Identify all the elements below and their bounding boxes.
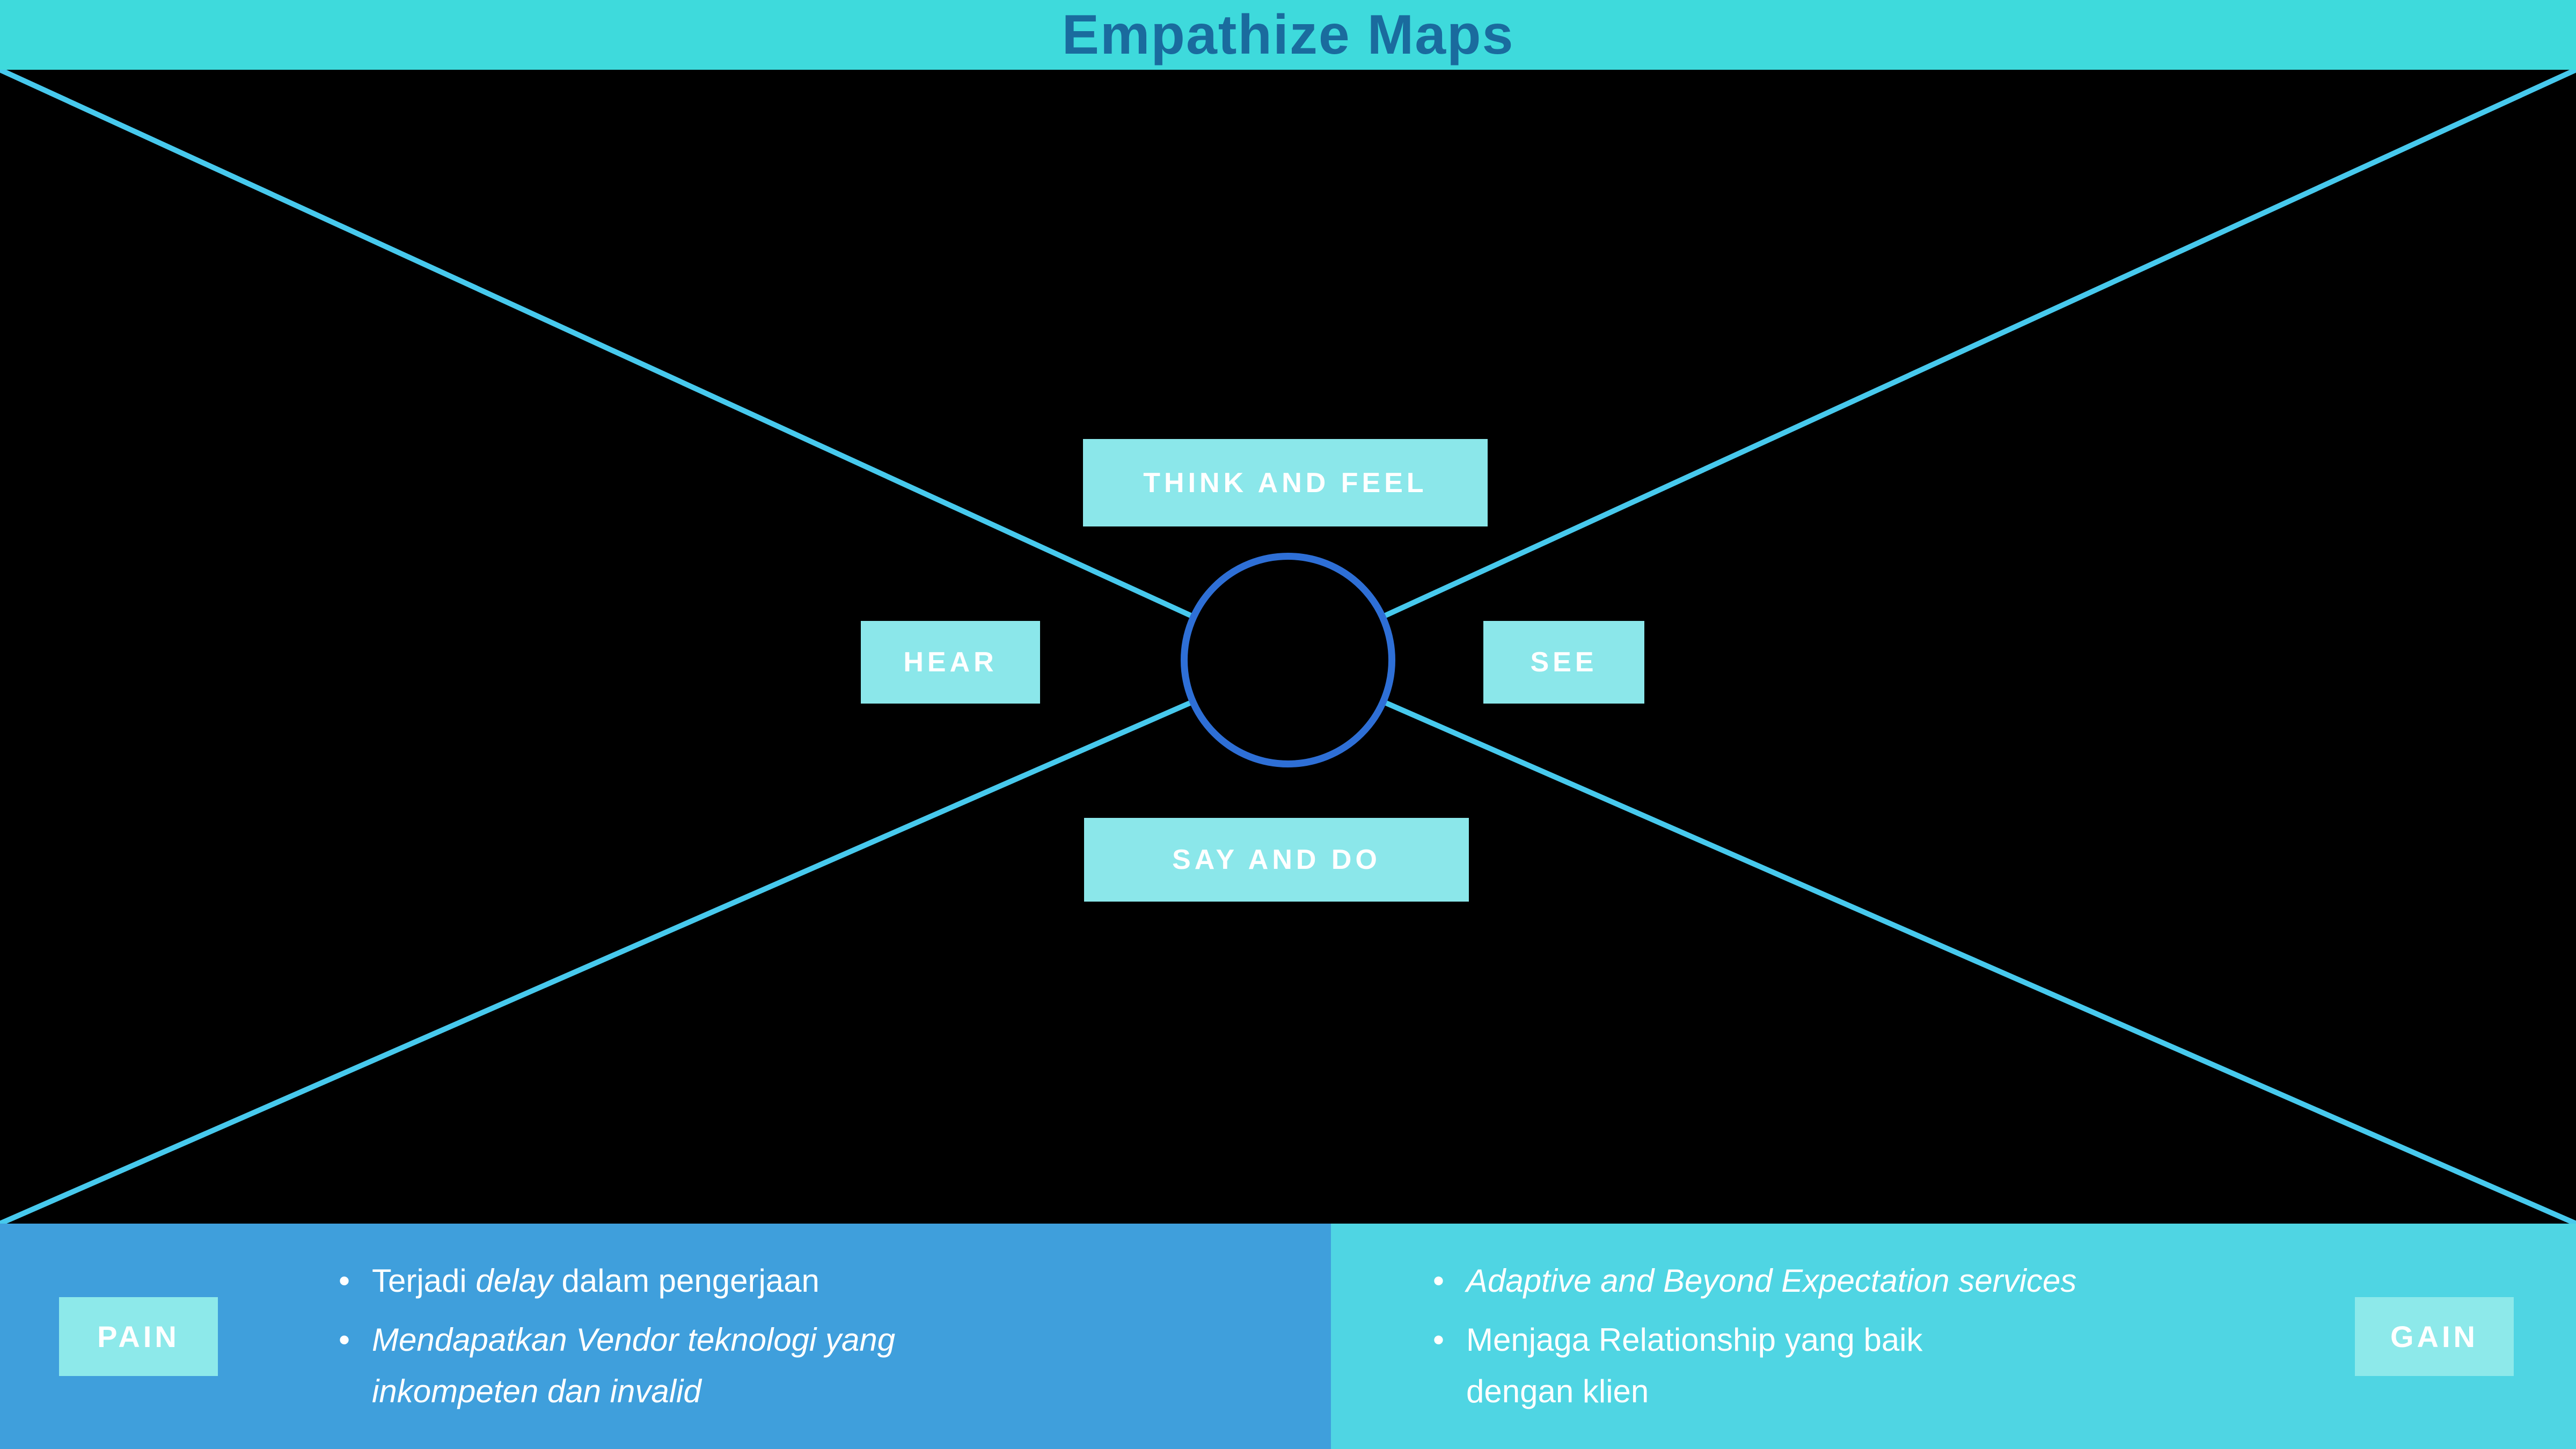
pain-panel: PAIN Terjadi delay dalam pengerjaan Mend…	[0, 1224, 1331, 1449]
page-title: Empathize Maps	[1062, 3, 1514, 66]
gain-list: Adaptive and Beyond Expectation services…	[1433, 1255, 2076, 1417]
text-segment: Terjadi	[372, 1263, 476, 1299]
diagonal-line-bottom-left	[0, 657, 1290, 1224]
diagonal-line-top-right	[1286, 70, 2576, 663]
list-item: Adaptive and Beyond Expectation services	[1433, 1255, 2076, 1307]
pain-badge: PAIN	[59, 1297, 218, 1376]
bottom-section: PAIN Terjadi delay dalam pengerjaan Mend…	[0, 1224, 2576, 1449]
text-segment-italic: Mendapatkan Vendor teknologi yang	[372, 1322, 896, 1358]
text-segment: dengan klien	[1466, 1373, 1649, 1409]
diagonal-line-top-left	[0, 70, 1290, 663]
text-segment: Menjaga Relationship yang baik	[1466, 1322, 1923, 1358]
quadrant-label-see: SEE	[1483, 621, 1644, 704]
quadrant-label-say-and-do: SAY AND DO	[1084, 818, 1469, 902]
list-item: Terjadi delay dalam pengerjaan	[339, 1255, 895, 1307]
text-segment-italic: Adaptive and Beyond Expectation services	[1466, 1263, 2077, 1299]
center-circle	[1181, 553, 1395, 767]
map-area: THINK AND FEEL HEAR SEE SAY AND DO	[0, 70, 2576, 1224]
quadrant-label-hear: HEAR	[861, 621, 1040, 704]
gain-badge: GAIN	[2355, 1297, 2514, 1376]
list-item: Menjaga Relationship yang baik dengan kli…	[1433, 1314, 2076, 1417]
pain-list: Terjadi delay dalam pengerjaan Mendapatk…	[339, 1255, 895, 1417]
list-item: Mendapatkan Vendor teknologi yang inkompe…	[339, 1314, 895, 1417]
text-segment-italic: delay	[475, 1263, 553, 1299]
text-segment: dalam pengerjaan	[552, 1263, 819, 1299]
text-segment-italic: inkompeten dan invalid	[372, 1373, 701, 1409]
title-bar: Empathize Maps	[0, 0, 2576, 70]
diagonal-lines	[0, 70, 2576, 1224]
quadrant-label-think-and-feel: THINK AND FEEL	[1083, 439, 1488, 526]
gain-panel: Adaptive and Beyond Expectation services…	[1331, 1224, 2576, 1449]
diagonal-line-bottom-right	[1286, 657, 2576, 1224]
